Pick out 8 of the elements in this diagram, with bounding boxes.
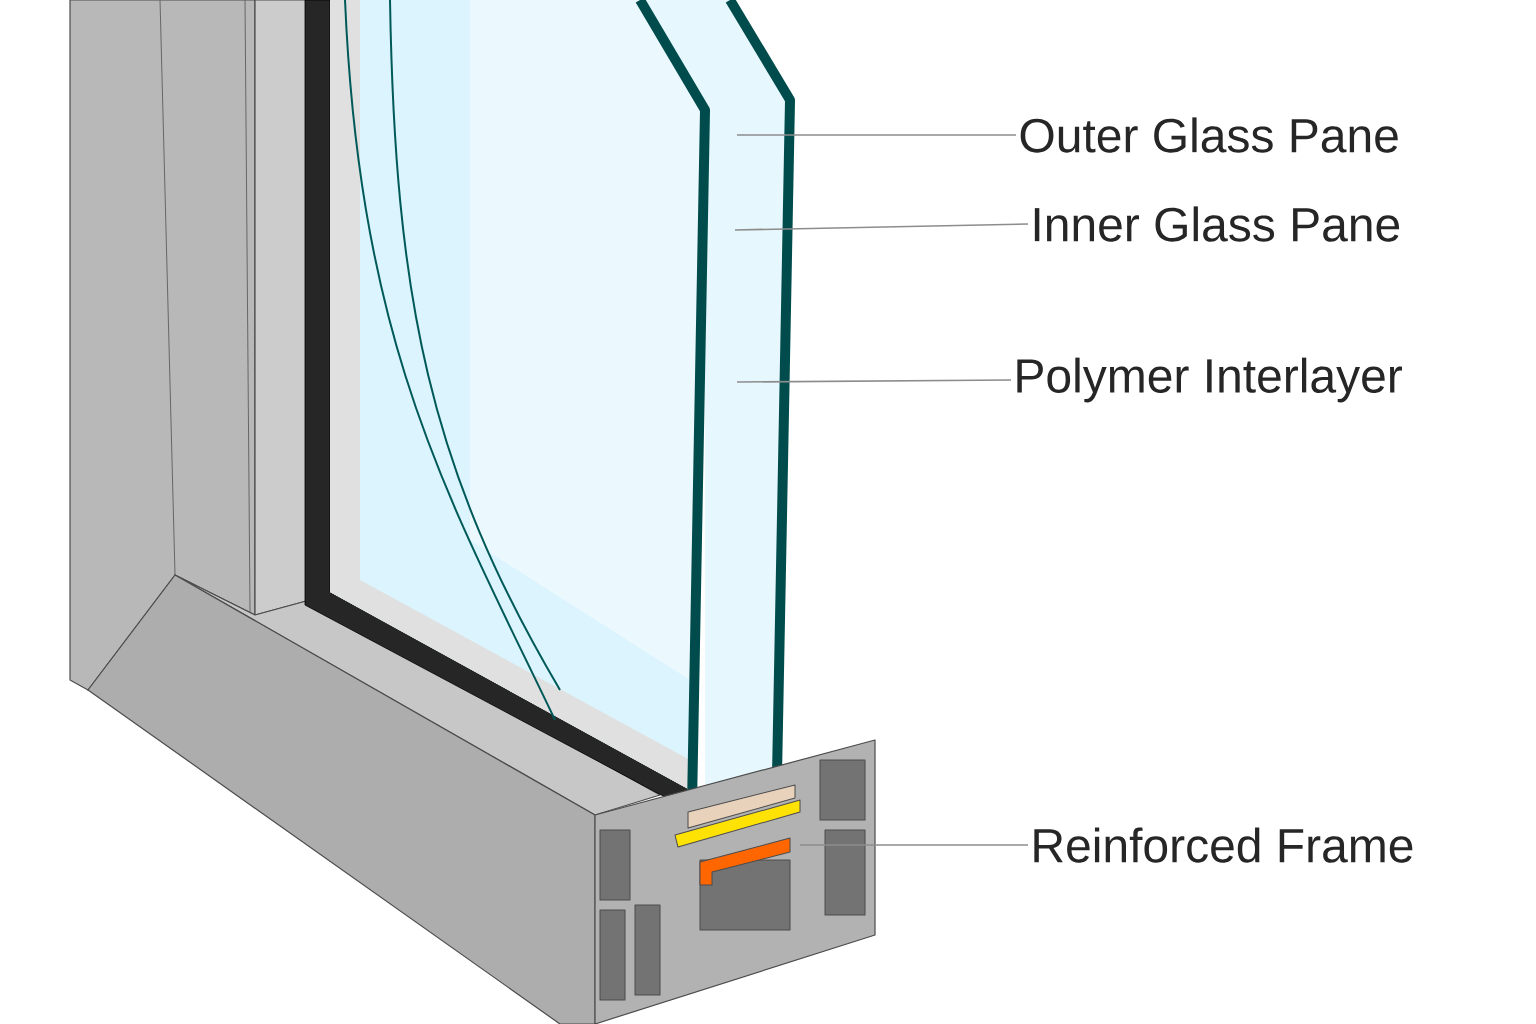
callout-label: Inner Glass Pane [1034, 206, 1400, 242]
callout-label: Polymer Interlayer [1017, 357, 1402, 403]
leader-line [736, 134, 1017, 136]
leader-line [734, 223, 1029, 231]
leader-line [736, 379, 1012, 383]
leader-line [799, 844, 1029, 846]
callout-label: Outer Glass Pane [1020, 117, 1398, 153]
callout-label: Reinforced Frame [1034, 827, 1413, 863]
